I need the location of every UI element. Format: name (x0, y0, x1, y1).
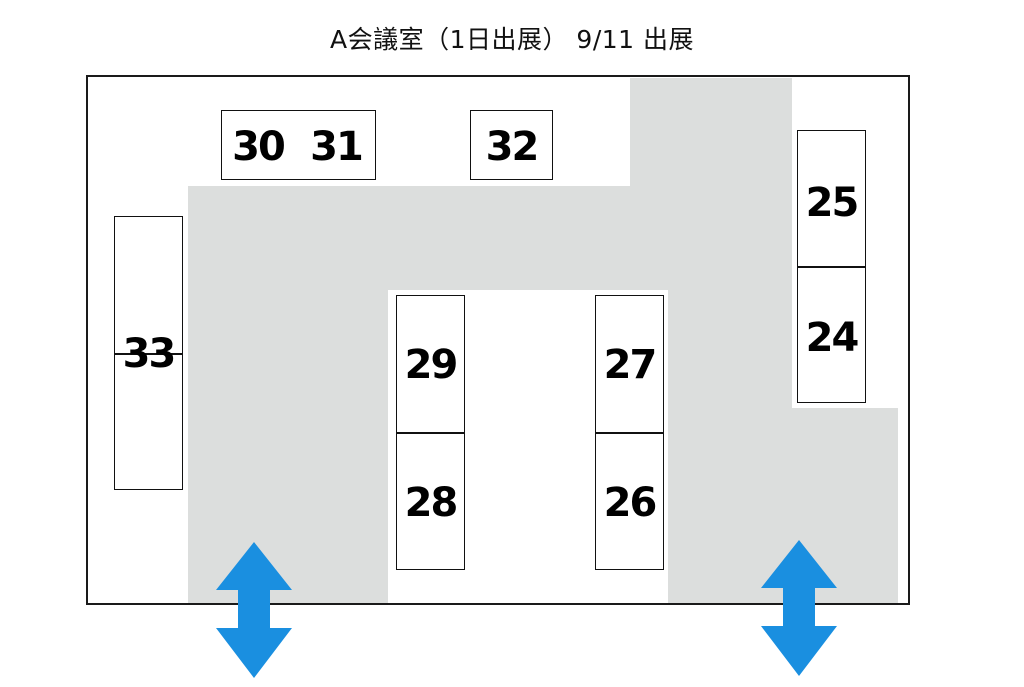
booth-divider (396, 432, 465, 434)
booth-number-28: 28 (404, 480, 459, 526)
booth-divider (797, 266, 866, 268)
booth-33-marker (114, 353, 183, 355)
booth-30-31[interactable] (221, 110, 376, 180)
booth-number-32: 32 (485, 124, 540, 170)
aisle-area (188, 288, 388, 604)
booth-divider (595, 432, 664, 434)
meeting-room-outline (86, 75, 910, 605)
booth-number-30: 30 (232, 124, 286, 170)
booth-number-24: 24 (805, 315, 860, 361)
booth-number-29: 29 (404, 342, 459, 388)
entrance-arrow-icon (761, 540, 837, 676)
booth-32[interactable] (470, 110, 553, 180)
booth-number-25: 25 (805, 180, 860, 226)
floor-plan-title: A会議室（1日出展） 9/11 出展 (329, 25, 695, 54)
booth-number-27: 27 (603, 342, 658, 388)
booth-number-33: 33 (122, 331, 177, 377)
booth-number-31: 31 (310, 124, 364, 170)
booth-number-26: 26 (603, 480, 658, 526)
entrance-arrow-icon (216, 542, 292, 678)
aisle-area (630, 78, 792, 290)
aisle-area (188, 186, 632, 290)
